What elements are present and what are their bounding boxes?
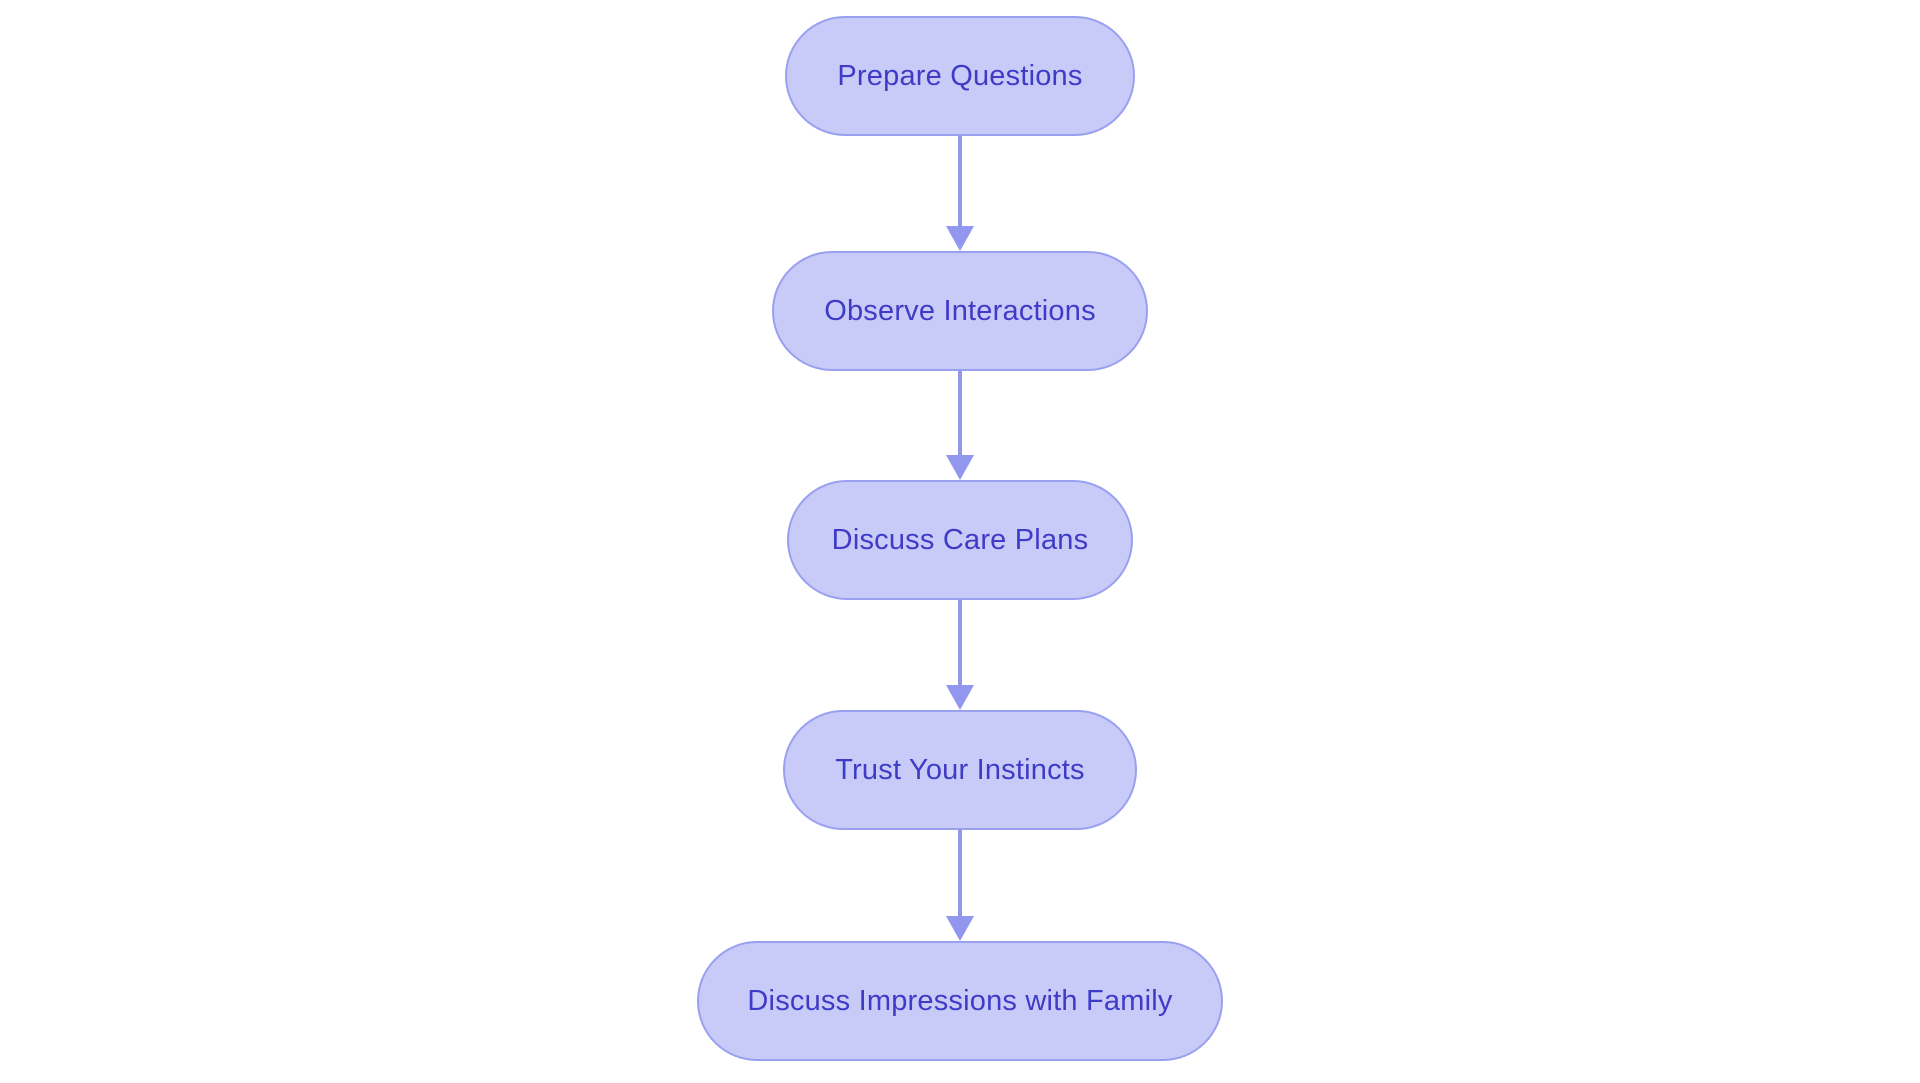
flow-arrow-3 <box>946 600 974 710</box>
flow-node-discuss-care-plans: Discuss Care Plans <box>787 480 1133 600</box>
flow-arrow-1 <box>946 136 974 251</box>
arrow-down-icon <box>946 455 974 480</box>
flow-node-label: Discuss Impressions with Family <box>747 984 1173 1017</box>
flow-node-discuss-impressions-with-family: Discuss Impressions with Family <box>697 941 1223 1061</box>
flow-arrow-2 <box>946 371 974 480</box>
arrow-down-icon <box>946 226 974 251</box>
flow-node-observe-interactions: Observe Interactions <box>772 251 1148 371</box>
arrow-line <box>958 136 962 226</box>
flow-node-label: Prepare Questions <box>837 59 1083 92</box>
arrow-line <box>958 830 962 916</box>
arrow-line <box>958 371 962 455</box>
flow-node-trust-your-instincts: Trust Your Instincts <box>783 710 1137 830</box>
arrow-line <box>958 600 962 685</box>
flow-node-label: Trust Your Instincts <box>835 753 1085 786</box>
arrow-down-icon <box>946 685 974 710</box>
flow-node-label: Discuss Care Plans <box>831 523 1089 556</box>
flow-arrow-4 <box>946 830 974 941</box>
flow-node-prepare-questions: Prepare Questions <box>785 16 1135 136</box>
arrow-down-icon <box>946 916 974 941</box>
flow-node-label: Observe Interactions <box>824 294 1096 327</box>
